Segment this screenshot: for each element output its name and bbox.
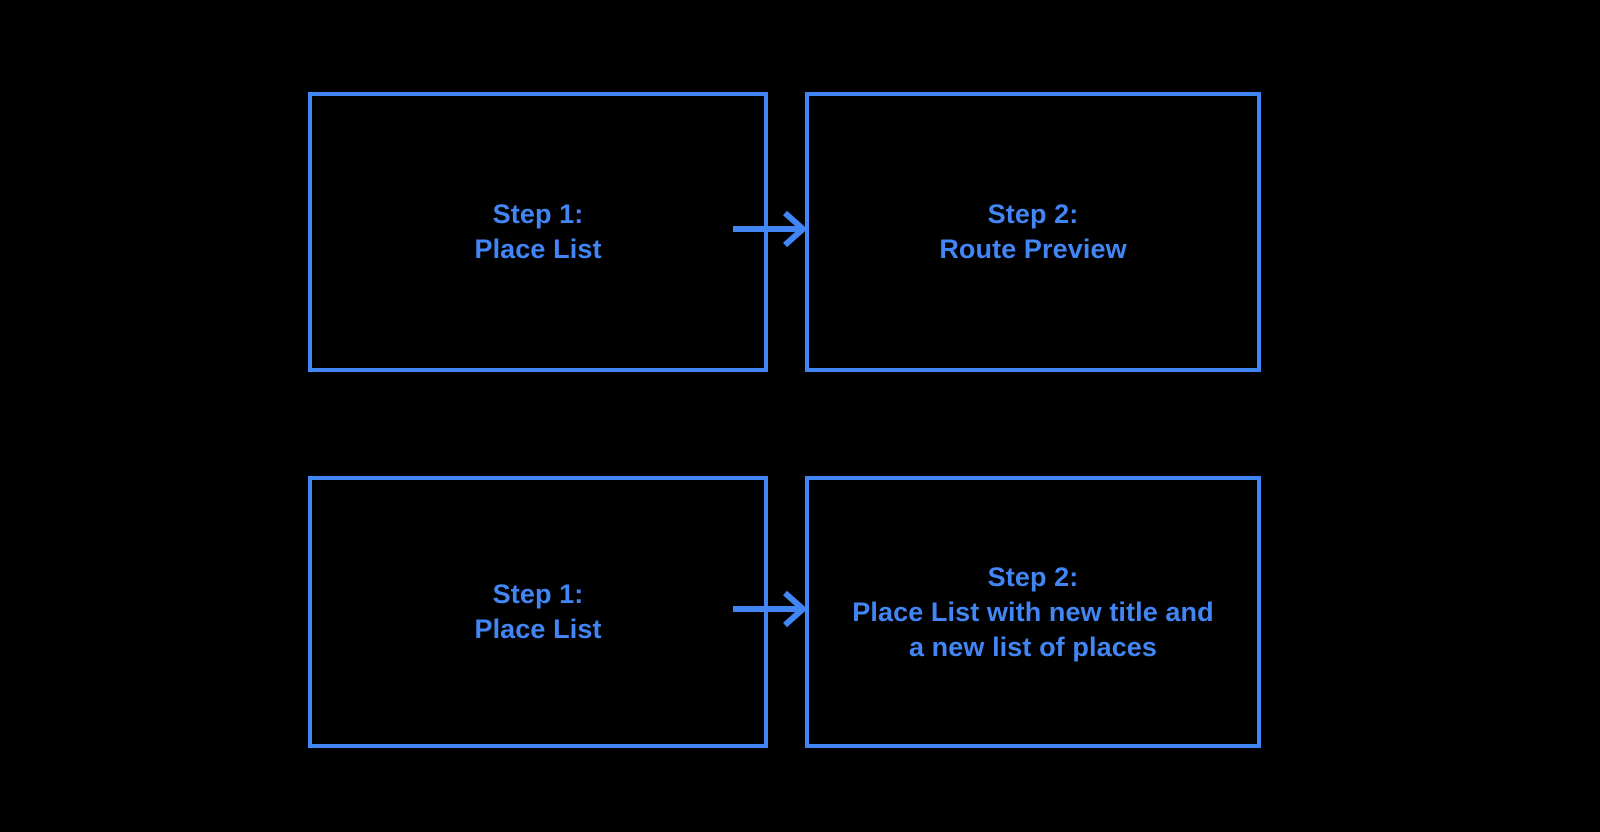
step-box-label: Step 1: Place List bbox=[474, 579, 602, 644]
step-box-label: Step 2: Route Preview bbox=[939, 199, 1127, 264]
step-box-2-source[interactable]: Step 1: Place List bbox=[308, 476, 768, 748]
step-box-label: Step 2: Place List with new title and a … bbox=[852, 561, 1214, 662]
step-box-label: Step 1: Place List bbox=[474, 199, 602, 264]
flow-row-new-place-list: Step 1: Place List Step 2: Place List wi… bbox=[0, 384, 1600, 784]
flow-row-route-preview: Step 1: Place List Step 2: Route Preview bbox=[0, 0, 1600, 400]
step-box-1-source[interactable]: Step 1: Place List bbox=[308, 92, 768, 372]
step-box-2-target[interactable]: Step 2: Place List with new title and a … bbox=[805, 476, 1261, 748]
step-box-1-target[interactable]: Step 2: Route Preview bbox=[805, 92, 1261, 372]
